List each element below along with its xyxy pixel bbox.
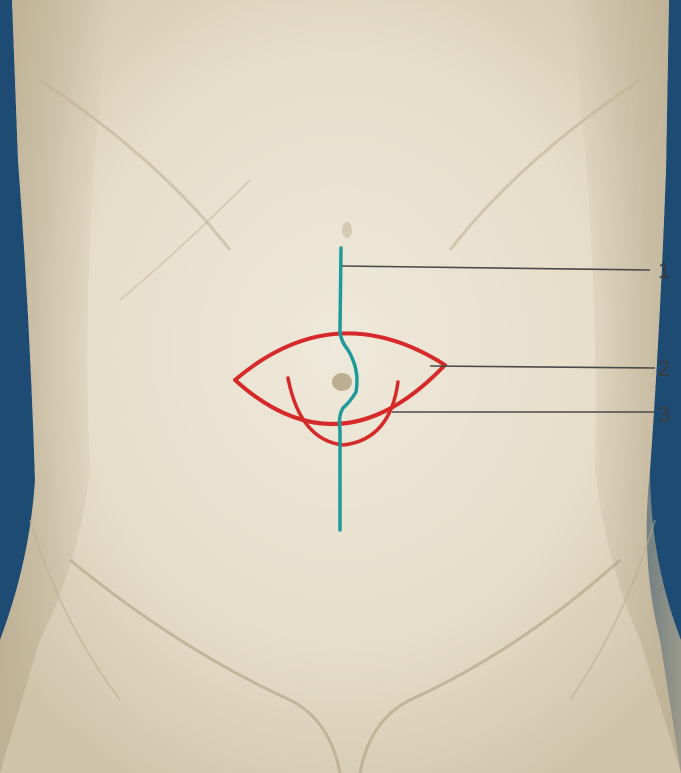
callout-label-2: 2 bbox=[658, 356, 670, 381]
xiphoid-mark bbox=[342, 222, 352, 238]
callout-label-1: 1 bbox=[658, 258, 670, 283]
callout-label-3: 3 bbox=[658, 402, 670, 427]
umbilicus bbox=[332, 373, 352, 391]
